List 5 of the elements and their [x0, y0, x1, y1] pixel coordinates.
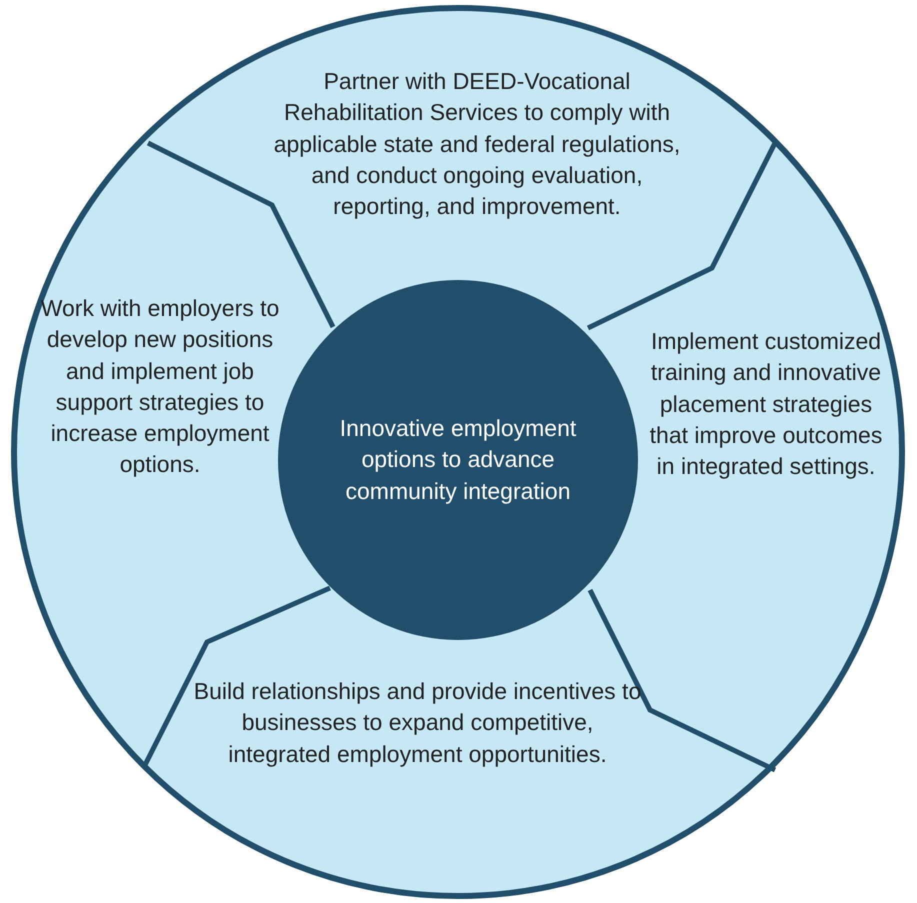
segment-text: Work with employers to develop new positions and implement job support strategies to increase employment options.: [38, 293, 282, 481]
segment-text: Build relationships and provide incentives to businesses to expand competitive, integrated employment opportunities.: [190, 676, 645, 770]
segment-text: Partner with DEED-Vocational Rehabilitation Services to comply with applicable state and federal regulations, and conduct ongoing evaluation, reporting, and improvement.: [262, 66, 692, 222]
center-text: Innovative employment options to advance community integration: [338, 414, 578, 506]
segment-text: Implement customized training and innovative placement strategies that improve outcomes in integrated settings.: [640, 326, 892, 482]
